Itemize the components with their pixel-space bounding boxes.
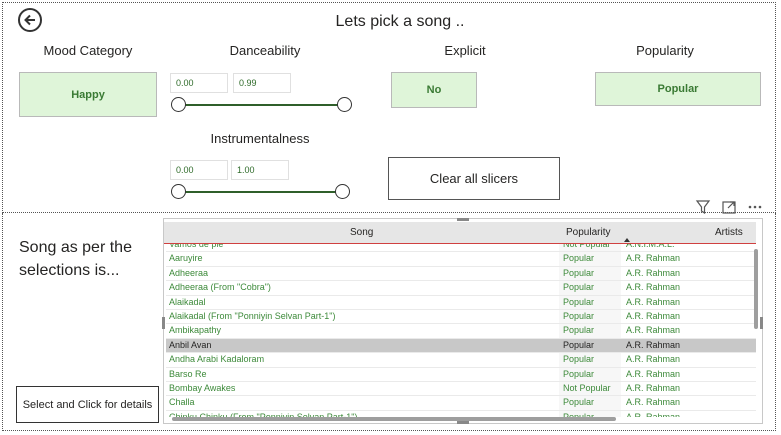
popularity-cell: Not Popular [563, 244, 611, 249]
popularity-tile-popular[interactable]: Popular [595, 72, 761, 106]
resize-handle-right[interactable] [760, 317, 763, 329]
instrumentalness-max-handle[interactable] [335, 184, 350, 199]
table-row[interactable]: Alaikadal Popular A.R. Rahman [166, 296, 756, 310]
artists-cell: A.R. Rahman [626, 339, 681, 350]
popularity-cell: Popular [563, 325, 595, 336]
explicit-value: No [426, 84, 442, 96]
popularity-cell: Popular [563, 282, 595, 293]
resize-handle-left[interactable] [162, 317, 165, 329]
explicit-tile-no[interactable]: No [391, 72, 477, 108]
mood-category-label: Mood Category [43, 43, 133, 58]
artists-cell: A.R. Rahman [626, 267, 681, 278]
results-panel [2, 213, 776, 431]
instrumentalness-label: Instrumentalness [210, 131, 310, 146]
song-cell: Anbil Avan [169, 339, 212, 350]
page-title: Lets pick a song .. [335, 13, 465, 30]
instrumentalness-min-input[interactable]: 0.00 [170, 160, 228, 180]
popularity-cell: Popular [563, 339, 595, 350]
song-cell: Chinku Chinku (From "Ponniyin Selvan Par… [169, 411, 358, 417]
table-row[interactable]: Andha Arabi Kadaloram Popular A.R. Rahman [166, 353, 756, 368]
popularity-cell: Popular [563, 368, 595, 379]
popularity-cell: Popular [563, 310, 595, 321]
song-cell: Adheeraa [169, 267, 209, 278]
vertical-scrollbar[interactable] [754, 249, 758, 329]
mood-tile-happy[interactable]: Happy [19, 72, 157, 117]
table-row[interactable]: Alaikadal (From "Ponniyin Selvan Part-1"… [166, 310, 756, 325]
table-row[interactable]: Barso Re Popular A.R. Rahman [166, 368, 756, 382]
popularity-label: Popularity [636, 43, 694, 58]
more-options-icon[interactable] [744, 197, 766, 217]
popularity-cell: Popular [563, 267, 595, 278]
song-cell: Barso Re [169, 368, 207, 379]
song-cell: Alaikadal (From "Ponniyin Selvan Part-1"… [169, 310, 336, 321]
back-arrow-icon[interactable] [18, 8, 42, 32]
song-cell: Ambikapathy [169, 325, 222, 336]
popularity-cell: Not Popular [563, 382, 611, 393]
instrumentalness-slider-track [180, 191, 342, 193]
artists-cell: A.N.I.M.A.L. [626, 244, 675, 249]
table-row[interactable]: Ambikapathy Popular A.R. Rahman [166, 324, 756, 339]
focus-mode-icon[interactable] [718, 197, 740, 217]
instrumentalness-max-input[interactable]: 1.00 [231, 160, 289, 180]
table-row[interactable]: Chinku Chinku (From "Ponniyin Selvan Par… [166, 411, 756, 417]
artists-cell: A.R. Rahman [626, 382, 681, 393]
artists-cell: A.R. Rahman [626, 253, 681, 264]
table-row[interactable]: Bombay Awakes Not Popular A.R. Rahman [166, 382, 756, 397]
popularity-cell: Popular [563, 397, 595, 408]
danceability-label: Danceability [229, 43, 301, 58]
popularity-cell: Popular [563, 296, 595, 307]
song-cell: Vamos de pie [169, 244, 224, 249]
artists-cell: A.R. Rahman [626, 411, 681, 417]
danceability-min-handle[interactable] [171, 97, 186, 112]
details-button[interactable]: Select and Click for details [16, 386, 159, 423]
table-row[interactable]: Anbil Avan Popular A.R. Rahman [166, 338, 756, 354]
resize-handle-bottom[interactable] [457, 421, 469, 424]
song-cell: Alaikadal [169, 296, 206, 307]
table-row[interactable]: Adheeraa Popular A.R. Rahman [166, 267, 756, 282]
artists-cell: A.R. Rahman [626, 354, 681, 365]
sort-ascending-icon [624, 238, 630, 242]
table-row[interactable]: Aaruyire Popular A.R. Rahman [166, 252, 756, 267]
instrumentalness-min-handle[interactable] [171, 184, 186, 199]
song-cell: Bombay Awakes [169, 382, 236, 393]
song-cell: Challa [169, 397, 195, 408]
danceability-max-handle[interactable] [337, 97, 352, 112]
danceability-max-input[interactable]: 0.99 [233, 73, 291, 93]
popularity-cell: Popular [563, 354, 595, 365]
table-row[interactable]: Vamos de pie Not Popular A.N.I.M.A.L. [166, 244, 756, 253]
header-popularity[interactable]: Popularity [566, 227, 611, 238]
table-row[interactable]: Adheeraa (From "Cobra") Popular A.R. Rahma… [166, 281, 756, 296]
artists-cell: A.R. Rahman [626, 325, 681, 336]
selection-caption: Song as per the selections is... [19, 239, 132, 279]
artists-cell: A.R. Rahman [626, 282, 681, 293]
song-cell: Adheeraa (From "Cobra") [169, 282, 271, 293]
artists-cell: A.R. Rahman [626, 368, 681, 379]
clear-all-slicers-button[interactable]: Clear all slicers [388, 157, 560, 200]
header-song[interactable]: Song [350, 227, 374, 238]
artists-cell: A.R. Rahman [626, 397, 681, 408]
resize-handle-top[interactable] [457, 218, 469, 221]
artists-cell: A.R. Rahman [626, 310, 681, 321]
popularity-value: Popular [657, 83, 699, 95]
mood-value: Happy [71, 88, 105, 101]
filter-icon[interactable] [692, 197, 714, 217]
popularity-cell: Popular [563, 253, 595, 264]
song-cell: Andha Arabi Kadaloram [169, 354, 265, 365]
danceability-min-input[interactable]: 0.00 [170, 73, 228, 93]
danceability-slider-track [180, 104, 345, 106]
artists-cell: A.R. Rahman [626, 296, 681, 307]
song-cell: Aaruyire [169, 253, 203, 264]
horizontal-scrollbar[interactable] [172, 417, 616, 421]
table-row[interactable]: Challa Popular A.R. Rahman [166, 396, 756, 411]
header-artists[interactable]: Artists [715, 227, 743, 238]
popularity-cell: Popular [563, 411, 595, 417]
explicit-label: Explicit [444, 43, 486, 58]
table-header: Song Popularity Artists [164, 222, 756, 244]
slicer-panel [2, 2, 776, 213]
visual-header-toolbar [682, 196, 766, 218]
